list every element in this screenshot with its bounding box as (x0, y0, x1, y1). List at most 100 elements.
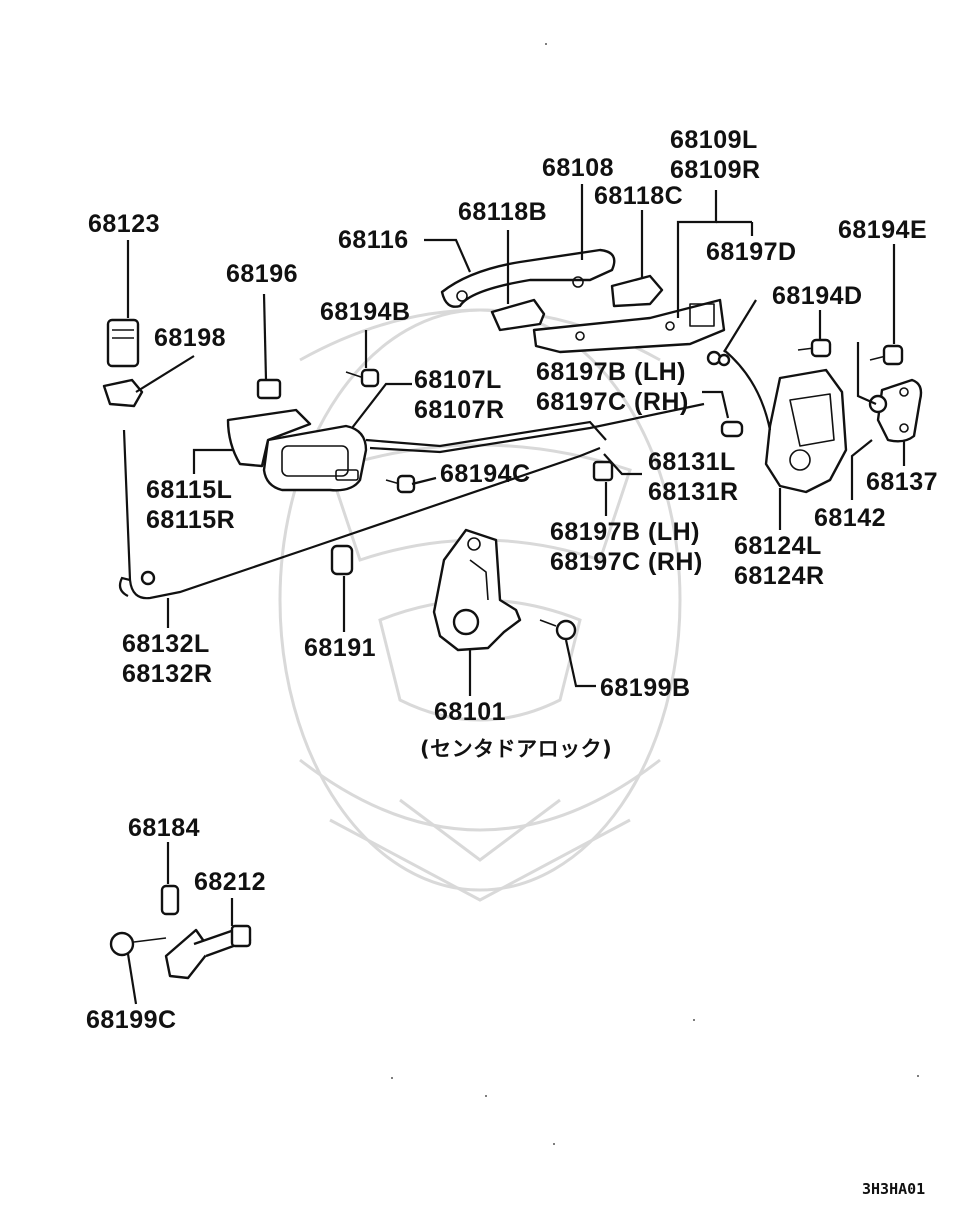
svg-text:68197C (RH): 68197C (RH) (536, 388, 689, 416)
part-68115-handle-cover (226, 408, 312, 468)
part-68137-striker (868, 378, 923, 443)
diagram-code: 3H3HA01 (862, 1180, 925, 1198)
part-68194E-screw (869, 344, 904, 366)
part-68197BC-clip-upper (720, 420, 744, 438)
svg-text:68115L: 68115L (146, 476, 232, 504)
svg-text:68118C: 68118C (594, 182, 683, 210)
part-68109-handle-frame (532, 298, 726, 354)
svg-text:68197B (LH): 68197B (LH) (550, 518, 700, 546)
part-68118B-pad (490, 298, 546, 332)
callout-line: 68118B (458, 198, 547, 226)
part-68132-rod (118, 429, 601, 600)
svg-text:68194D: 68194D (772, 282, 863, 310)
callout-line: 68199C (86, 1006, 177, 1034)
svg-text:68115R: 68115R (146, 506, 235, 534)
callout-68198: 68198 (154, 324, 226, 352)
callout-line: 68137 (866, 468, 938, 496)
svg-text:68107L: 68107L (414, 366, 502, 394)
svg-text:68197C (RH): 68197C (RH) (550, 548, 703, 576)
callout-68194D: 68194D (772, 282, 863, 310)
callout-68118B: 68118B (458, 198, 547, 226)
callout-68137: 68137 (866, 468, 938, 496)
part-68184-bumper (160, 884, 180, 916)
svg-text:68198: 68198 (154, 324, 226, 352)
svg-text:(センタドアロック): (センタドアロック) (420, 737, 612, 761)
part-68108-outer-handle (440, 248, 616, 308)
callout-line: 68184 (128, 814, 200, 842)
callout-line: 68123 (88, 210, 160, 238)
svg-text:68124R: 68124R (734, 562, 825, 590)
callout-line: 68132L (122, 630, 210, 658)
callout-68199B: 68199B (600, 674, 691, 702)
callout-line: 68194E (838, 216, 927, 244)
callout-68108: 68108 (542, 154, 614, 182)
callout-line: 68108 (542, 154, 614, 182)
svg-text:68196: 68196 (226, 260, 298, 288)
callout-line: 68124R (734, 562, 825, 590)
svg-text:68212: 68212 (194, 868, 266, 896)
callout-line: 68191 (304, 634, 376, 662)
callout-68109: 68109L 68109R (670, 126, 761, 184)
callout-line: 68196 (226, 260, 298, 288)
callout-68124: 68124L 68124R (734, 532, 825, 590)
svg-text:68131R: 68131R (648, 478, 739, 506)
svg-text:68197D: 68197D (706, 238, 797, 266)
callout-68132: 68132L 68132R (122, 630, 213, 688)
part-68199B-bolt (539, 619, 577, 641)
svg-text:68197B (LH): 68197B (LH) (536, 358, 686, 386)
svg-text:68123: 68123 (88, 210, 160, 238)
svg-text:68199B: 68199B (600, 674, 691, 702)
part-68197BC-clip-lower (592, 460, 614, 482)
callout-line: 68197C (RH) (550, 548, 703, 576)
callout-68123: 68123 (88, 210, 160, 238)
svg-text:68199C: 68199C (86, 1006, 177, 1034)
callout-68107: 68107L 68107R (414, 366, 505, 424)
svg-text:68137: 68137 (866, 468, 938, 496)
part-68194B-screw (345, 368, 380, 388)
callout-line: (センタドアロック) (420, 737, 612, 761)
leader-lines (126, 184, 906, 1005)
part-68123-clip (106, 318, 140, 368)
callout-line: 68194D (772, 282, 863, 310)
svg-text:68101: 68101 (434, 698, 506, 726)
callout-line: 68115L (146, 476, 232, 504)
callout-68196: 68196 (226, 260, 298, 288)
svg-text:68194E: 68194E (838, 216, 927, 244)
callout-68116: 68116 (338, 226, 408, 254)
svg-text:68142: 68142 (814, 504, 886, 532)
part-68191-clip (330, 544, 354, 576)
callout-68197BC-upper: 68197B (LH) 68197C (RH) (536, 358, 689, 416)
callout-line: 68124L (734, 532, 822, 560)
svg-text:68108: 68108 (542, 154, 614, 182)
callout-68142: 68142 (814, 504, 886, 532)
part-68212-door-checker (164, 924, 252, 980)
callout-line: 68107L (414, 366, 502, 394)
part-68118C-pad (610, 274, 664, 308)
callout-68184: 68184 (128, 814, 200, 842)
callout-line: 68212 (194, 868, 266, 896)
svg-text:68184: 68184 (128, 814, 200, 842)
callout-line: 68194C (440, 460, 531, 488)
callout-line: 68115R (146, 506, 235, 534)
part-68197D-clip (706, 350, 731, 367)
part-68198-clip (102, 378, 144, 408)
callout-line: 68109R (670, 156, 761, 184)
callout-68194C: 68194C (440, 460, 531, 488)
callout-line: 68132R (122, 660, 213, 688)
callout-68131: 68131L 68131R (648, 448, 739, 506)
callout-line: 68101 (434, 698, 506, 726)
callout-68194E: 68194E (838, 216, 927, 244)
svg-text:68109L: 68109L (670, 126, 758, 154)
part-68107-inside-handle (262, 424, 368, 492)
svg-text:68132R: 68132R (122, 660, 213, 688)
svg-text:68124L: 68124L (734, 532, 822, 560)
svg-text:68132L: 68132L (122, 630, 210, 658)
callout-68118C: 68118C (594, 182, 683, 210)
part-68194D-screw (797, 338, 832, 358)
callout-68197BC-lower: 68197B (LH) 68197C (RH) (550, 518, 703, 576)
callout-line: 68194B (320, 298, 411, 326)
svg-text:68107R: 68107R (414, 396, 505, 424)
callout-line: 68142 (814, 504, 886, 532)
